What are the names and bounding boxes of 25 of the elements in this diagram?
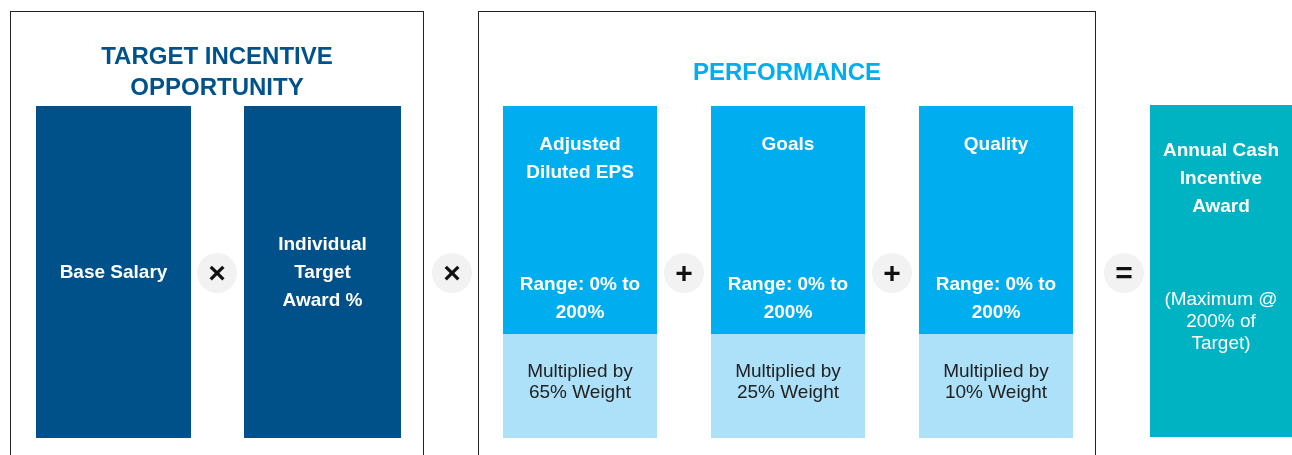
weight-text: Multiplied by 10% Weight [942,360,1050,402]
range-text: Range: 0% to 200% [726,272,850,324]
section-heading: PERFORMANCE [692,57,882,87]
group-panel [478,11,1096,455]
equals-sign: = [1104,253,1144,293]
weight-text: Multiplied by 25% Weight [734,360,842,402]
factor-box [36,106,191,438]
metric-heading: Adjusted Diluted EPS [525,132,635,184]
multiply-sign: × [432,253,472,293]
result-heading: Annual Cash Incentive Award [1161,138,1281,218]
section-heading: TARGET INCENTIVE OPPORTUNITY [100,41,334,102]
range-text: Range: 0% to 200% [934,272,1058,324]
metric-column [919,106,1073,438]
metric-column [503,106,657,438]
metric-heading: Quality [962,132,1030,156]
weight-text: Multiplied by 65% Weight [526,360,634,402]
range-text: Range: 0% to 200% [518,272,642,324]
box-label: Individual Target Award % [277,232,368,312]
result-box [1150,105,1292,437]
box-label: Base Salary [58,260,169,284]
group-panel [10,11,424,455]
metric-column [711,106,865,438]
factor-box [244,106,401,438]
maximum-note: (Maximum @ 200% of Target) [1163,288,1279,354]
metric-heading: Goals [760,132,816,156]
